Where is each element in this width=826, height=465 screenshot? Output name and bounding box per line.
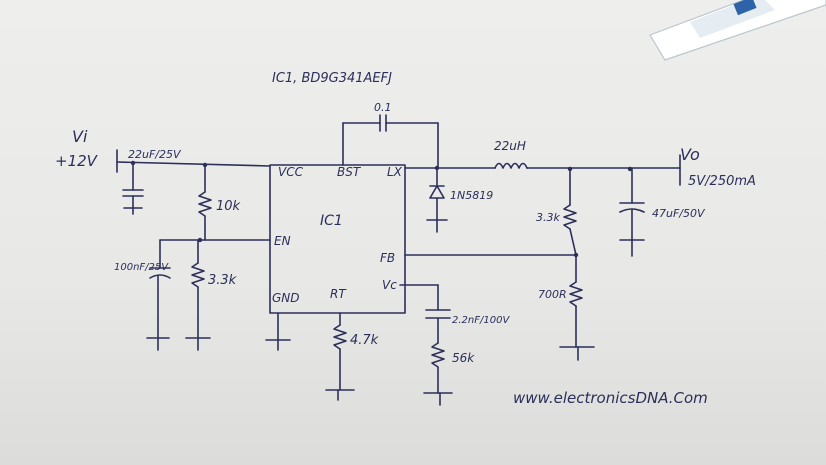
label-r-fb-bottom: 700R bbox=[538, 288, 567, 301]
label-r-fb-top: 3.3k bbox=[536, 211, 560, 224]
output-rating: 5V/250mA bbox=[688, 174, 756, 189]
resistor-10k bbox=[198, 164, 212, 241]
pin-vc: Vc bbox=[382, 278, 397, 292]
fb-line bbox=[404, 252, 579, 258]
inductor-22uh bbox=[494, 154, 681, 186]
watermark-text: www.electronicsDNA.Com bbox=[513, 389, 708, 407]
pin-bst: BST bbox=[337, 165, 362, 179]
label-r-en: 3.3k bbox=[208, 273, 237, 288]
label-c-boot: 0.1 bbox=[374, 101, 392, 114]
output-symbol: Vo bbox=[680, 145, 700, 164]
label-r-comp: 56k bbox=[452, 351, 475, 365]
diode-1n5819 bbox=[426, 167, 448, 233]
pin-vcc: VCC bbox=[278, 165, 304, 179]
label-c-in: 22uF/25V bbox=[128, 148, 182, 161]
ic-ground bbox=[265, 312, 291, 351]
label-c-en: 100nF/25V bbox=[114, 262, 169, 273]
pin-fb: FB bbox=[380, 251, 395, 265]
compensation-network bbox=[399, 284, 453, 406]
label-inductor: 22uH bbox=[494, 139, 526, 153]
resistor-3k3-en bbox=[185, 239, 211, 351]
input-capacitor bbox=[122, 162, 144, 215]
resistor-fb-bottom bbox=[559, 254, 595, 361]
pin-rt: RT bbox=[330, 287, 347, 301]
pin-gnd: GND bbox=[272, 291, 300, 305]
schematic-title: IC1, BD9G341AEFJ bbox=[272, 71, 392, 86]
label-r-rt: 4.7k bbox=[350, 333, 379, 348]
input-voltage: +12V bbox=[55, 152, 99, 170]
pen-icon bbox=[649, 0, 826, 61]
en-node bbox=[159, 237, 271, 243]
resistor-rt bbox=[325, 312, 355, 401]
label-c-comp: 2.2nF/100V bbox=[452, 315, 510, 326]
ic-body bbox=[269, 164, 406, 314]
resistor-fb-top bbox=[563, 168, 577, 256]
input-symbol: Vi bbox=[72, 127, 88, 146]
capacitor-100nf bbox=[146, 239, 171, 351]
ic-name: IC1 bbox=[320, 213, 343, 229]
label-c-out: 47uF/50V bbox=[652, 207, 706, 220]
pin-en: EN bbox=[274, 234, 291, 248]
label-diode: 1N5819 bbox=[450, 189, 493, 202]
label-r-top: 10k bbox=[216, 199, 241, 214]
output-capacitor bbox=[619, 168, 645, 257]
bootstrap-capacitor bbox=[342, 114, 439, 169]
switch-node bbox=[404, 165, 496, 171]
pin-lx: LX bbox=[387, 165, 403, 179]
